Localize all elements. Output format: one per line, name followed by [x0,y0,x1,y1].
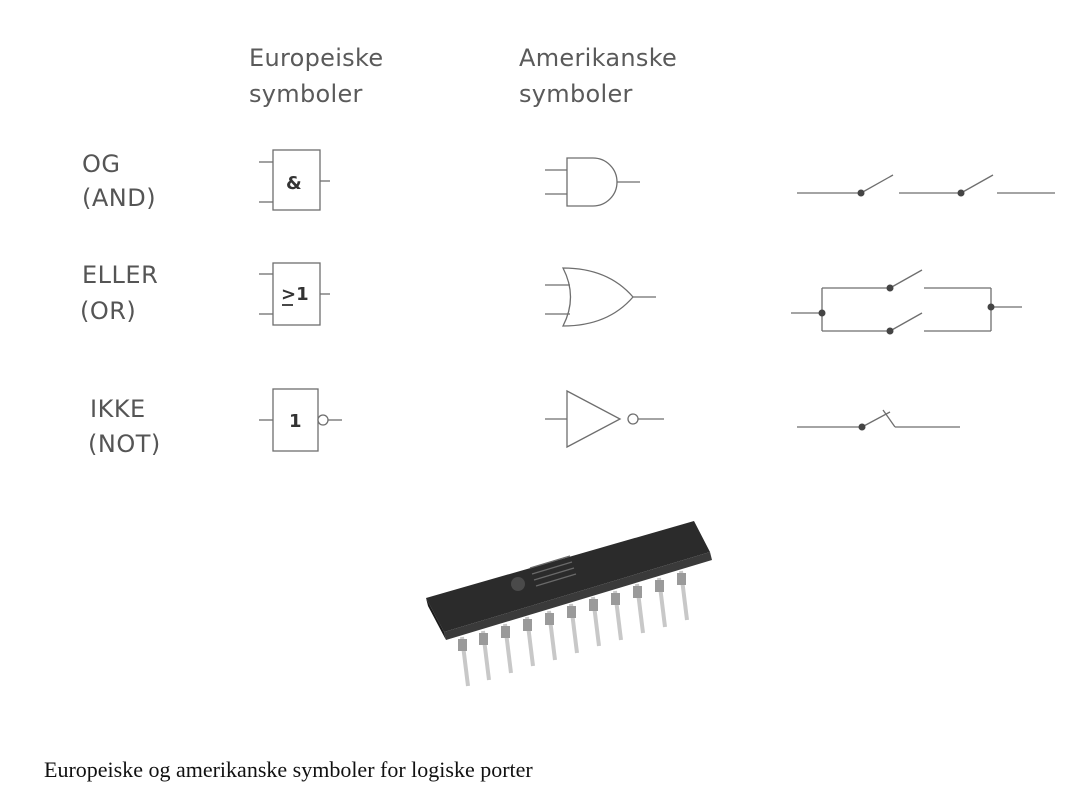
ic-chip-image [426,521,712,687]
european-or-symbol [259,262,330,326]
european-symbols-header: Europeiske symboler [249,44,384,108]
and-label-no: OG [82,150,121,178]
european-and-symbol [259,149,330,211]
or-label-no: ELLER [82,261,159,289]
european-not-symbol [259,388,342,452]
and-switch-circuit [797,174,1055,194]
american-symbols-header: Amerikanske symboler [519,44,678,108]
european-or-text: >1 [281,284,309,305]
or-label-en: (OR) [80,297,137,325]
european-and-text: & [286,173,302,194]
american-not-symbol [545,389,664,449]
or-switch-circuit [791,269,1022,332]
not-switch-circuit [797,409,960,428]
figure-caption: Europeiske og amerikanske symboler for l… [44,757,533,782]
not-label-no: IKKE [90,395,146,423]
american-or-symbol [545,267,656,327]
and-label-en: (AND) [82,184,157,212]
switch-junction-dots [818,189,995,431]
not-label-en: (NOT) [88,430,161,458]
european-not-text: 1 [289,411,302,432]
american-and-symbol [545,157,640,207]
